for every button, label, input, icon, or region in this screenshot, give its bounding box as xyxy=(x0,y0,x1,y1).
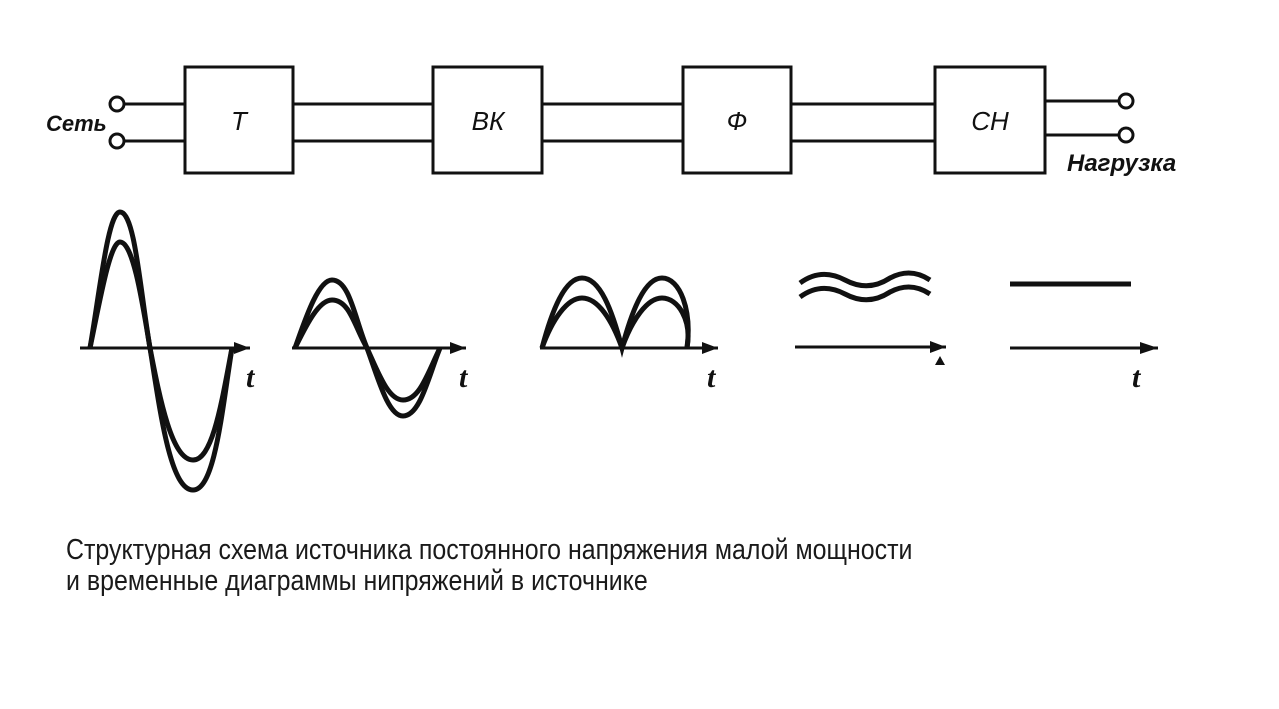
output-label: Нагрузка xyxy=(1067,150,1176,177)
input-label: Сеть xyxy=(46,111,107,136)
block-vk: ВК xyxy=(431,65,544,175)
block-sn: СН xyxy=(933,65,1047,175)
waveform-stabilized: t xyxy=(1010,281,1158,394)
waveform-rectified: t xyxy=(539,275,718,394)
input-terminal-bottom xyxy=(108,132,126,150)
block-sn-label: СН xyxy=(971,106,1009,136)
caption: Структурная схема источника постоянного … xyxy=(66,535,1081,597)
waveform-rectified-axis-label: t xyxy=(707,361,717,394)
input-terminals xyxy=(108,95,126,150)
waveform-stabilized-axis-label: t xyxy=(1132,361,1142,394)
block-t: T xyxy=(183,65,295,175)
output-terminal-top xyxy=(1117,92,1135,110)
output-terminals xyxy=(1117,92,1135,144)
output-terminal-bottom xyxy=(1117,126,1135,144)
block-f: Ф xyxy=(681,65,793,175)
waveform-mains-axis-label: t xyxy=(246,361,256,394)
waveform-filtered xyxy=(795,270,946,365)
caption-line-2: и временные диаграммы нипряжений в источ… xyxy=(66,565,648,597)
wires xyxy=(124,99,1119,143)
waveform-mains: t xyxy=(80,209,256,493)
input-terminal-top xyxy=(108,95,126,113)
block-t-label: T xyxy=(231,106,249,136)
waveform-transformer-axis-label: t xyxy=(459,361,469,394)
caption-line-1: Структурная схема источника постоянного … xyxy=(66,534,913,566)
block-vk-label: ВК xyxy=(472,106,506,136)
block-f-label: Ф xyxy=(727,106,748,136)
waveform-transformer: t xyxy=(292,277,469,419)
